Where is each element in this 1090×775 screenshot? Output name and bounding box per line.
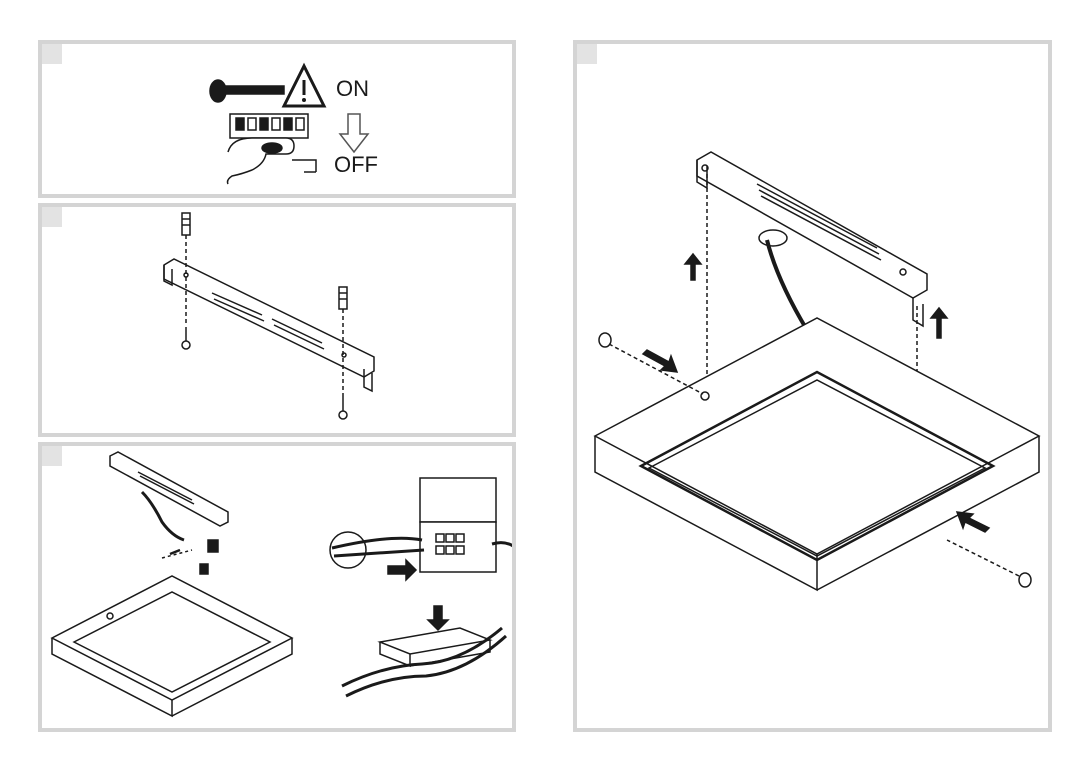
led-panel (593, 317, 1041, 592)
wall-plug-icon (338, 286, 348, 310)
screw-icon (946, 539, 1032, 588)
fuse-box-hand-icon (226, 113, 317, 185)
bracket-mounting-illustration (163, 212, 375, 420)
screwdriver-icon (209, 79, 285, 103)
screw-icon (598, 332, 704, 395)
arrow-up-icon (929, 306, 949, 339)
final-assembly-illustration (593, 151, 1041, 592)
mounting-bracket (163, 258, 375, 393)
step-4-panel (573, 40, 1052, 732)
wiring-illustration (50, 451, 512, 718)
step-number-box (42, 446, 62, 466)
terminal-block-detail (341, 605, 508, 698)
step-number-box (42, 207, 62, 227)
step-number-box (42, 44, 62, 64)
screw-icon (338, 397, 348, 420)
led-panel (50, 575, 294, 718)
wall-plug-icon (181, 212, 191, 236)
mounting-bracket (109, 451, 229, 527)
connector-icon (199, 539, 219, 575)
arrow-left-icon (955, 511, 991, 533)
arrow-right-icon (387, 558, 418, 582)
junction-box-detail (329, 477, 512, 573)
off-label: OFF (334, 152, 378, 177)
step-1-panel: ON OFF (38, 40, 516, 198)
mounting-bracket (696, 151, 928, 328)
arrow-down-icon (338, 113, 370, 154)
arrow-up-icon (683, 252, 703, 281)
step-number-box (577, 44, 597, 64)
screw-icon (181, 327, 191, 350)
arrow-right-icon (641, 349, 679, 373)
on-label: ON (336, 76, 369, 101)
step-2-panel (38, 203, 516, 437)
step-3-panel (38, 442, 516, 732)
warning-icon (281, 62, 327, 108)
power-off-illustration (209, 62, 370, 185)
